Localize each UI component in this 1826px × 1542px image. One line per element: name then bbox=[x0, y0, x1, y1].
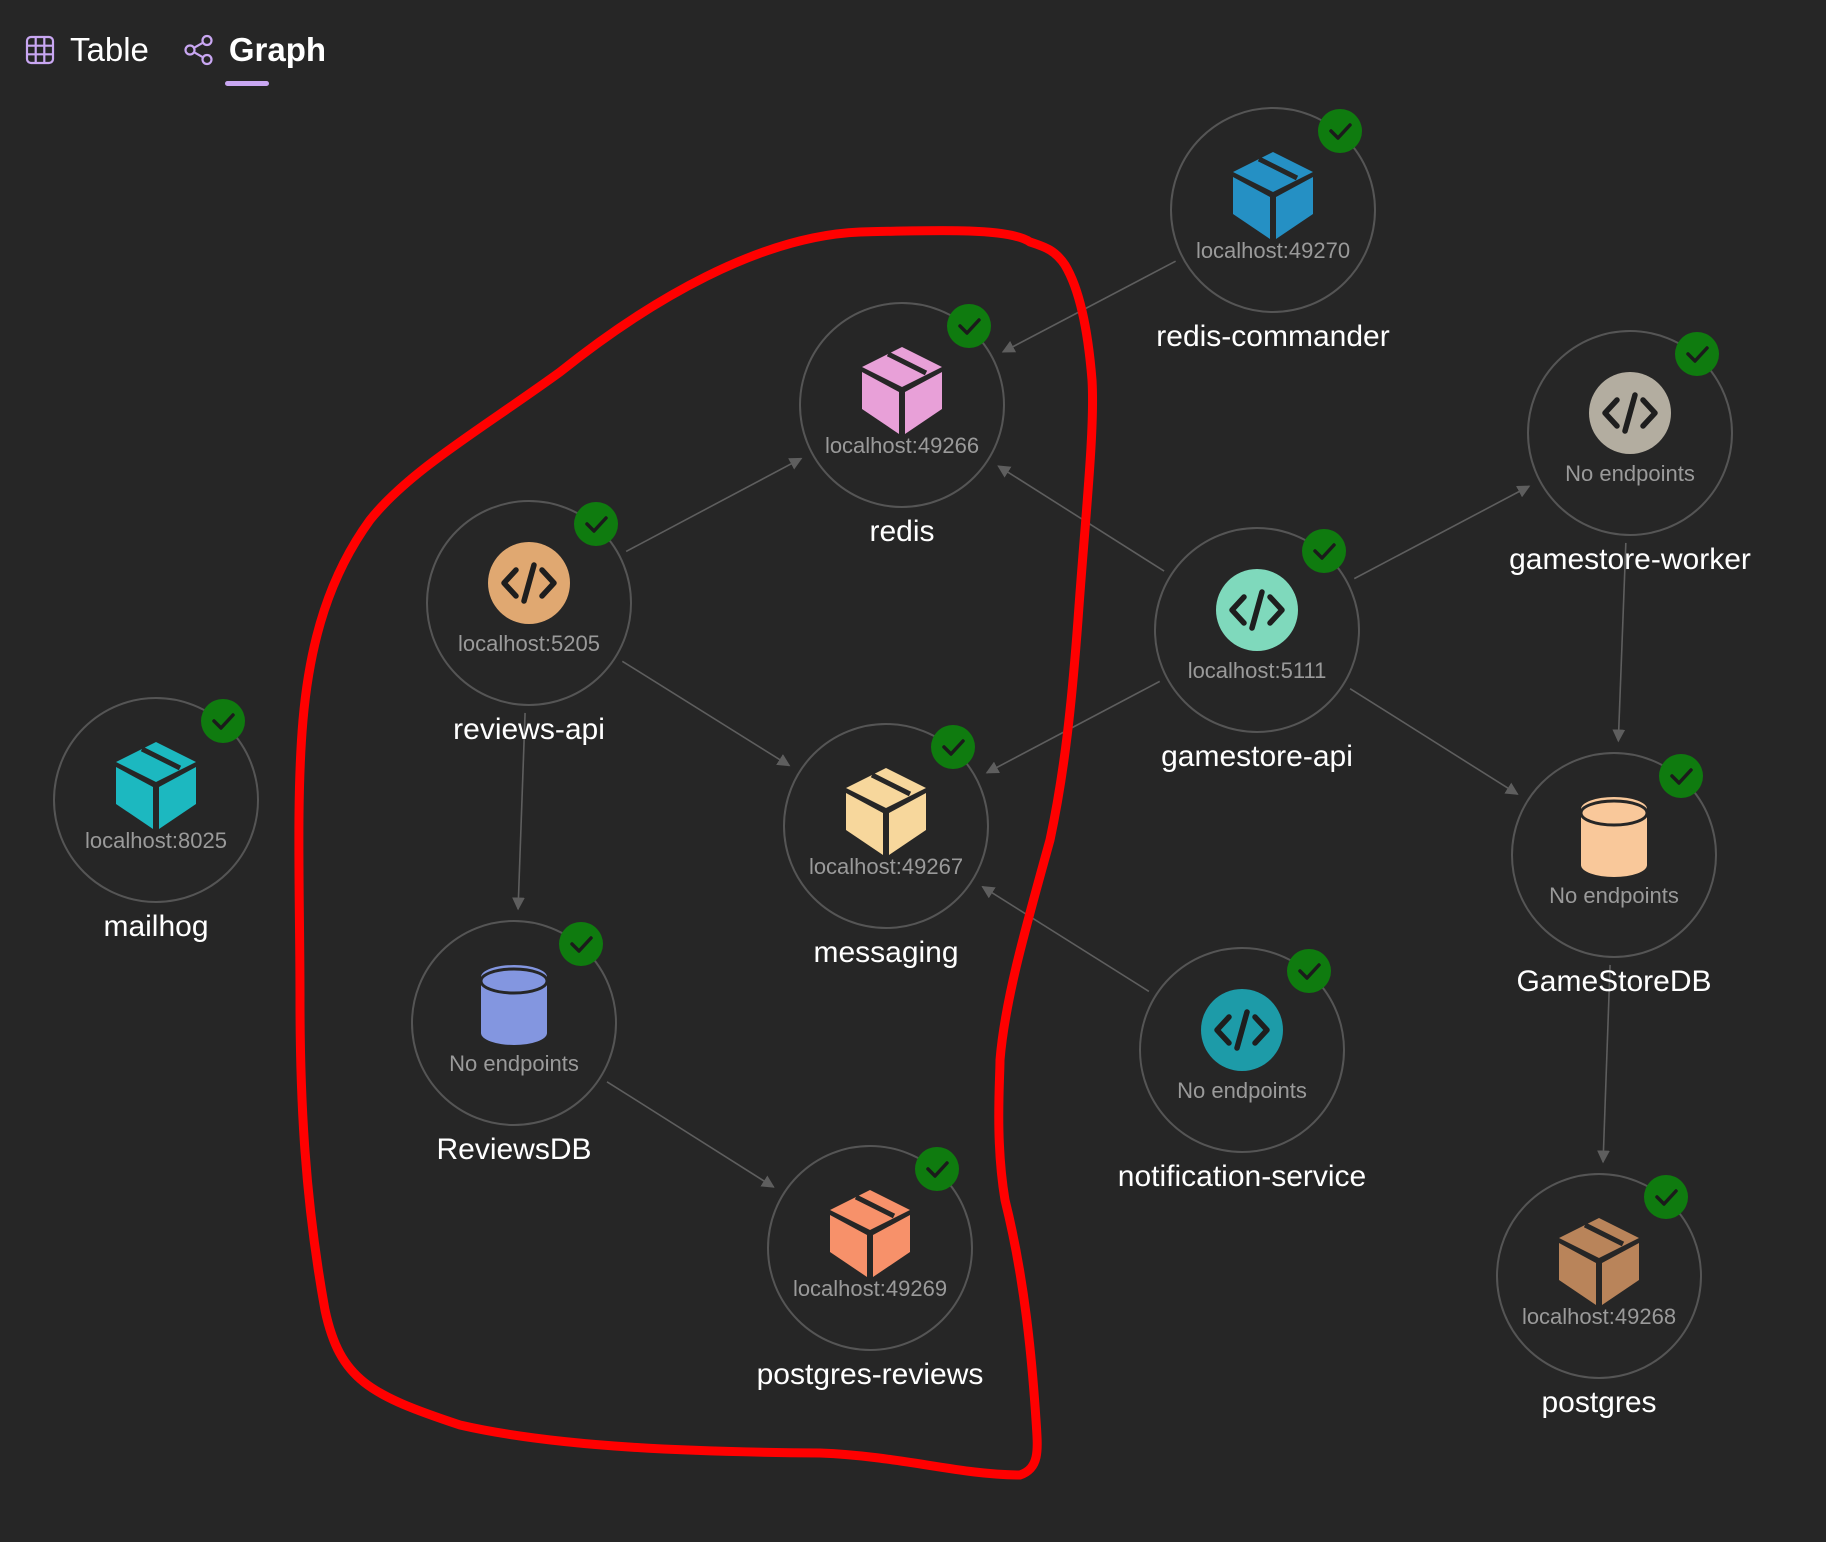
tab-graph-label: Graph bbox=[228, 31, 327, 68]
database-icon bbox=[1579, 797, 1649, 877]
package-icon bbox=[830, 1190, 910, 1277]
node-label: reviews-api bbox=[453, 713, 605, 746]
status-check-icon bbox=[201, 699, 245, 743]
status-check-icon bbox=[1644, 1175, 1688, 1219]
status-check-icon bbox=[1675, 332, 1719, 376]
nodes-layer: localhost:49270redis-commanderlocalhost:… bbox=[53, 107, 1751, 1419]
edge-gamestore-api-to-GameStoreDB bbox=[1349, 687, 1519, 795]
table-icon bbox=[25, 35, 55, 65]
node-label: redis-commander bbox=[1156, 320, 1389, 353]
resource-node-reviews-api[interactable]: localhost:5205 reviews-api bbox=[426, 500, 632, 746]
edge-reviews-api-to-ReviewsDB bbox=[512, 712, 526, 911]
package-icon bbox=[1559, 1218, 1639, 1305]
status-check-icon bbox=[1318, 109, 1362, 153]
status-check-icon bbox=[915, 1147, 959, 1191]
node-endpoint: localhost:49267 bbox=[809, 854, 963, 879]
node-endpoint: localhost:49270 bbox=[1196, 238, 1350, 263]
edge-GameStoreDB-to-postgres bbox=[1597, 964, 1611, 1164]
code-icon bbox=[1216, 569, 1298, 651]
code-icon bbox=[488, 542, 570, 624]
database-icon bbox=[479, 965, 549, 1045]
resource-node-redis-commander[interactable]: localhost:49270 redis-commander bbox=[1156, 107, 1390, 353]
tab-table-label: Table bbox=[70, 31, 149, 68]
node-circle bbox=[53, 697, 259, 903]
resource-node-postgres-reviews[interactable]: localhost:49269 postgres-reviews bbox=[757, 1145, 984, 1391]
resource-node-redis[interactable]: localhost:49266 redis bbox=[799, 302, 1005, 548]
edge-gamestore-api-to-redis bbox=[997, 465, 1165, 572]
resource-node-mailhog[interactable]: localhost:8025 mailhog bbox=[53, 697, 259, 943]
edge-gamestore-worker-to-GameStoreDB bbox=[1612, 542, 1627, 743]
node-label: postgres-reviews bbox=[757, 1358, 984, 1391]
share-graph-icon bbox=[184, 34, 213, 66]
status-check-icon bbox=[559, 922, 603, 966]
resource-node-gamestore-api[interactable]: localhost:5111 gamestore-api bbox=[1154, 527, 1360, 773]
edge-gamestore-api-to-messaging bbox=[985, 680, 1161, 774]
node-label: postgres bbox=[1541, 1386, 1656, 1419]
node-endpoint: localhost:5205 bbox=[458, 631, 600, 656]
package-icon bbox=[116, 742, 196, 829]
package-icon bbox=[1233, 152, 1313, 239]
tab-table[interactable]: Table bbox=[24, 26, 149, 74]
node-endpoint: localhost:8025 bbox=[85, 828, 227, 853]
resource-node-notification-service[interactable]: No endpoints notification-service bbox=[1118, 947, 1366, 1193]
red-annotation-outline bbox=[294, 226, 1098, 1480]
edge-ReviewsDB-to-postgres-reviews bbox=[606, 1081, 775, 1188]
node-label: notification-service bbox=[1118, 1160, 1366, 1193]
node-circle bbox=[1170, 107, 1376, 313]
tab-graph[interactable]: Graph bbox=[183, 26, 327, 86]
code-icon bbox=[1201, 989, 1283, 1071]
edges-layer bbox=[512, 260, 1627, 1188]
node-endpoint: localhost:49268 bbox=[1522, 1304, 1676, 1329]
node-label: GameStoreDB bbox=[1516, 965, 1711, 998]
package-icon bbox=[846, 768, 926, 855]
node-label: redis bbox=[869, 515, 934, 548]
node-endpoint: No endpoints bbox=[1177, 1078, 1307, 1103]
node-circle bbox=[767, 1145, 973, 1351]
node-label: gamestore-api bbox=[1161, 740, 1353, 773]
resource-node-messaging[interactable]: localhost:49267 messaging bbox=[783, 723, 989, 969]
status-check-icon bbox=[1287, 949, 1331, 993]
node-endpoint: localhost:5111 bbox=[1188, 658, 1327, 683]
node-circle bbox=[1496, 1173, 1702, 1379]
status-check-icon bbox=[574, 502, 618, 546]
status-check-icon bbox=[1659, 754, 1703, 798]
edge-gamestore-api-to-gamestore-worker bbox=[1353, 485, 1531, 580]
node-label: messaging bbox=[813, 936, 958, 969]
status-check-icon bbox=[947, 304, 991, 348]
node-endpoint: localhost:49266 bbox=[825, 433, 979, 458]
code-icon bbox=[1589, 372, 1671, 454]
resource-node-postgres[interactable]: localhost:49268 postgres bbox=[1496, 1173, 1702, 1419]
active-tab-indicator bbox=[224, 81, 269, 86]
status-check-icon bbox=[931, 725, 975, 769]
node-endpoint: No endpoints bbox=[1565, 461, 1695, 486]
node-label: gamestore-worker bbox=[1509, 543, 1751, 576]
edge-reviews-api-to-redis bbox=[625, 457, 803, 553]
resource-node-gamestore-worker[interactable]: No endpoints gamestore-worker bbox=[1509, 330, 1751, 576]
edge-redis-commander-to-redis bbox=[1001, 260, 1177, 353]
node-endpoint: No endpoints bbox=[1549, 883, 1679, 908]
node-label: mailhog bbox=[103, 910, 208, 943]
package-icon bbox=[862, 347, 942, 434]
node-circle bbox=[799, 302, 1005, 508]
node-endpoint: No endpoints bbox=[449, 1051, 579, 1076]
edge-notification-service-to-messaging bbox=[981, 886, 1150, 993]
node-circle bbox=[783, 723, 989, 929]
status-check-icon bbox=[1302, 529, 1346, 573]
node-endpoint: localhost:49269 bbox=[793, 1276, 947, 1301]
edge-reviews-api-to-messaging bbox=[621, 660, 791, 767]
view-tabs: Table Graph bbox=[24, 26, 327, 86]
node-label: ReviewsDB bbox=[436, 1133, 591, 1166]
